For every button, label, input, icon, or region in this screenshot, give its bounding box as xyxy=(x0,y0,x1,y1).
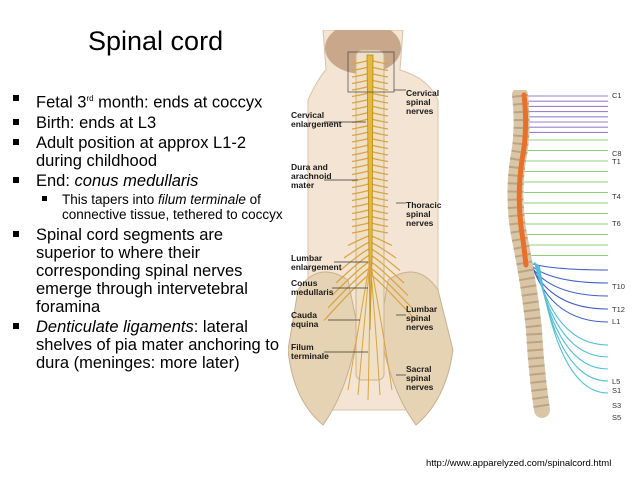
bullet-text: Adult position at approx L1-2 during chi… xyxy=(36,133,247,170)
bullet-square-icon xyxy=(13,118,19,125)
bullet-adult: Adult position at approx L1-2 during chi… xyxy=(12,134,287,170)
bullet-text: Spinal cord segments are superior to whe… xyxy=(36,225,248,316)
bullet-emphasis: conus medullaris xyxy=(74,171,199,190)
nerve-level-line xyxy=(538,265,609,394)
bullet-end: End: conus medullaris xyxy=(12,172,287,190)
bullet-text: End: xyxy=(36,171,75,190)
slide-title: Spinal cord xyxy=(88,26,224,56)
bullet-text: month: ends at coccyx xyxy=(93,93,263,112)
level-label: T4 xyxy=(612,192,621,201)
level-label: L1 xyxy=(612,317,620,326)
bullet-segments: Spinal cord segments are superior to whe… xyxy=(12,226,287,316)
level-label: C1 xyxy=(612,91,622,100)
bullet-birth: Birth: ends at L3 xyxy=(12,114,287,132)
bullet-emphasis: Denticulate ligaments xyxy=(36,317,194,336)
bullet-text: : lateral shelves of pia mater anchoring… xyxy=(36,317,280,372)
level-label: T12 xyxy=(612,305,625,314)
bullet-list: Fetal 3rd month: ends at coccyx Birth: e… xyxy=(12,90,287,374)
level-label: S5 xyxy=(612,413,621,422)
bullet-square-icon xyxy=(42,195,47,201)
spinal-nerve-level-lines xyxy=(523,95,609,394)
bullet-square-icon xyxy=(13,95,19,101)
level-label: S3 xyxy=(612,401,621,410)
level-label: T6 xyxy=(612,219,621,228)
level-label: S1 xyxy=(612,386,621,395)
bullet-text: of connective tissue, tethered to coccyx xyxy=(62,191,283,222)
level-label: T10 xyxy=(612,282,625,291)
bullet-emphasis: filum terminale xyxy=(158,191,246,207)
bullet-text: This tapers into xyxy=(62,191,159,207)
bullet-denticulate: Denticulate ligaments: lateral shelves o… xyxy=(12,318,287,372)
bullet-square-icon xyxy=(13,322,19,329)
bullet-square-icon xyxy=(13,138,19,145)
bullet-text: Birth: ends at L3 xyxy=(36,113,157,132)
level-label: T1 xyxy=(612,157,621,166)
bullet-fetal: Fetal 3rd month: ends at coccyx xyxy=(12,90,287,112)
level-label: L5 xyxy=(612,377,620,386)
level-label: C8 xyxy=(612,149,622,158)
bullet-text: Fetal 3 xyxy=(36,93,87,112)
bullet-square-icon xyxy=(13,230,19,237)
superscript: rd xyxy=(86,94,94,103)
nerve-level-line xyxy=(531,265,609,323)
bullet-square-icon xyxy=(13,176,19,183)
source-credit: http://www.apparelyzed.com/spinalcord.ht… xyxy=(426,458,612,469)
sub-bullet-filum: This tapers into filum terminale of conn… xyxy=(12,192,287,222)
